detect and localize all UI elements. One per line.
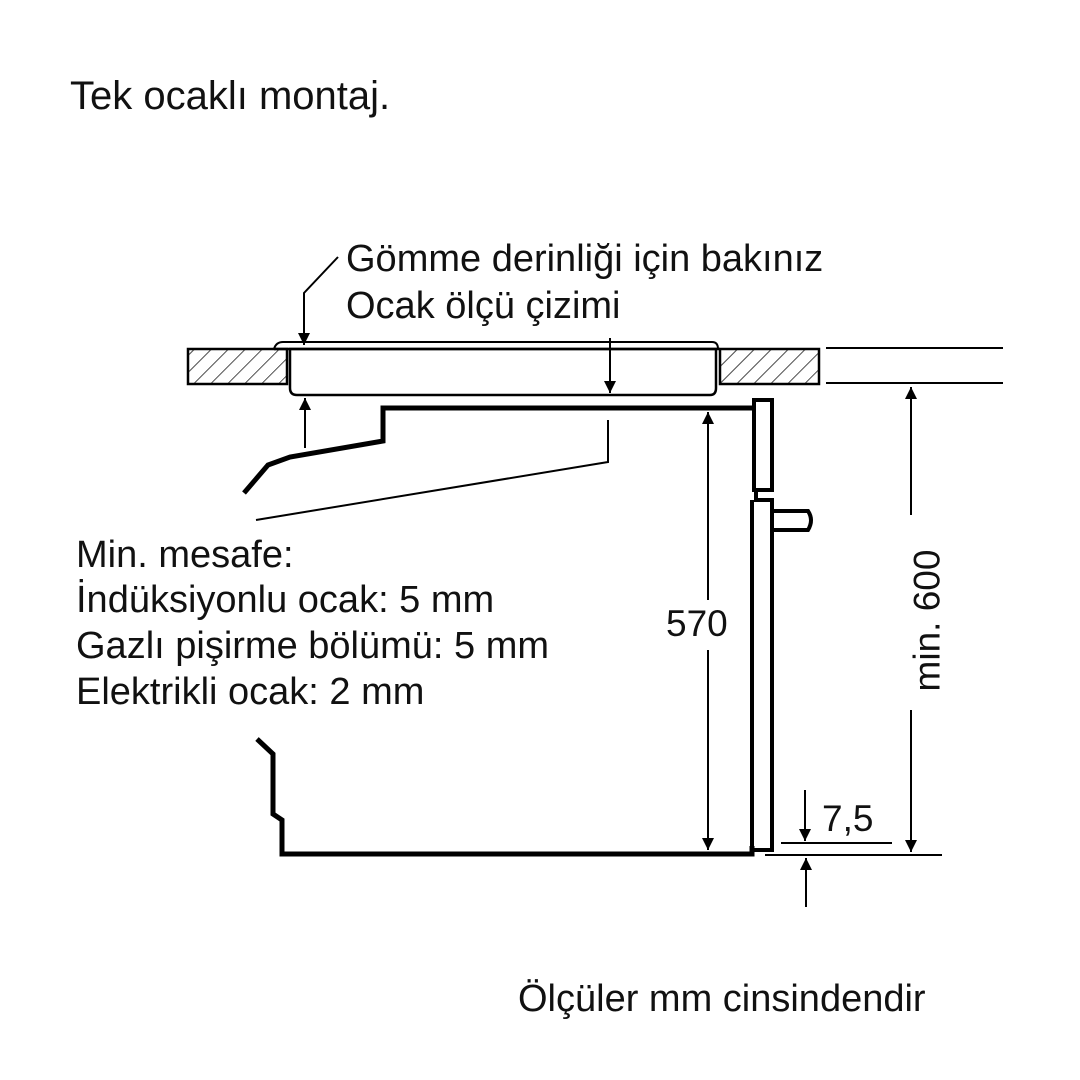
oven-inner-line [255, 420, 609, 521]
oven-handle [772, 509, 813, 532]
worktop-left [186, 347, 289, 386]
reference-leader [298, 256, 339, 345]
oven-door [750, 498, 774, 852]
units-note: Ölçüler mm cinsindendir [518, 978, 926, 1020]
clearance-item-gas: Gazlı pişirme bölümü: 5 mm [76, 625, 550, 667]
clearance-heading: Min. mesafe: [76, 534, 294, 576]
dimension-niche-height: min. 600 [906, 545, 947, 696]
hob-reference-line2: Ocak ölçü çizimi [346, 285, 621, 327]
oven-top [242, 405, 752, 495]
clearance-item-induction: İndüksiyonlu ocak: 5 mm [76, 579, 495, 621]
clearance-item-electric: Elektrikli ocak: 2 mm [76, 671, 425, 713]
hob-reference-line1: Gömme derinliği için bakınız [346, 238, 824, 280]
dimension-oven-height: 570 [666, 603, 728, 644]
oven-control-panel [752, 398, 774, 492]
worktop-right [718, 347, 821, 386]
oven-bottom [255, 737, 755, 857]
hob-outline [273, 341, 719, 350]
hob-body [288, 347, 718, 397]
dimension-bottom-offset: 7,5 [822, 798, 874, 839]
page-title: Tek ocaklı montaj. [70, 74, 391, 118]
